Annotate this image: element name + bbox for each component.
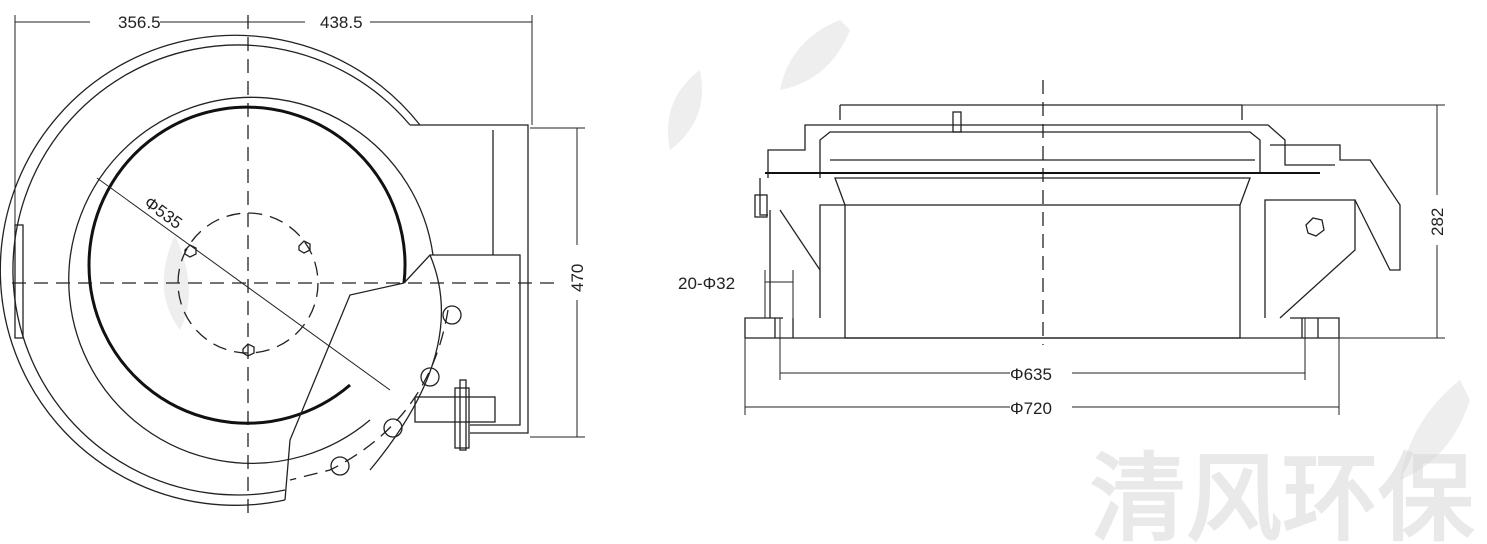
top-view: Φ535 356.5 438.5 470 <box>0 13 587 515</box>
watermark-text: 清风环保 <box>1090 443 1475 544</box>
dim-height-label-side: 282 <box>1428 208 1447 236</box>
dim-right-label: 438.5 <box>320 13 363 32</box>
bowl-circle <box>87 105 407 425</box>
dim-base-label: Φ720 <box>1010 399 1052 418</box>
clamp-bolt <box>414 379 496 451</box>
dim-bolt-circle-label: Φ635 <box>1010 365 1052 384</box>
watermark: 清风环保 <box>163 20 1475 544</box>
bolt-circle <box>177 212 319 354</box>
track-holes <box>330 305 462 476</box>
dim-holes-label: 20-Φ32 <box>678 274 735 293</box>
hex-nut <box>1305 217 1325 237</box>
body <box>844 204 1241 339</box>
dim-left-label: 356.5 <box>118 13 161 32</box>
side-view: 20-Φ32 Φ635 Φ720 282 <box>678 80 1447 418</box>
lid-bolt <box>952 111 962 133</box>
outer-shell <box>0 34 421 506</box>
dim-height-label: 470 <box>568 264 587 292</box>
inner-ring <box>68 96 434 464</box>
diameter-label: Φ535 <box>141 193 186 233</box>
